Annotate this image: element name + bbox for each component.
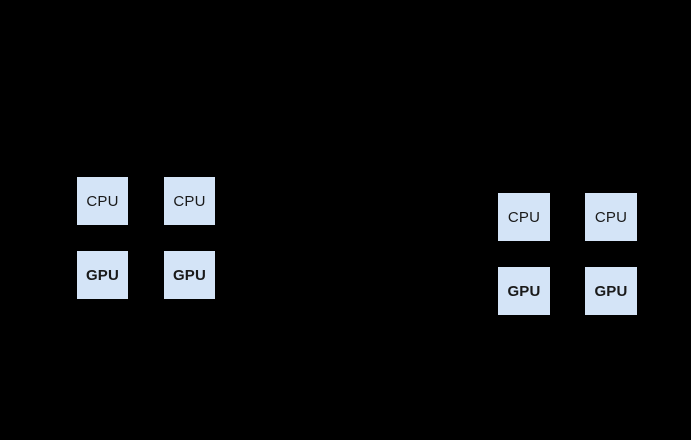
gpu-box[interactable]: GPU bbox=[164, 251, 215, 299]
cpu-box[interactable]: CPU bbox=[585, 193, 637, 241]
gpu-box-label: GPU bbox=[85, 266, 120, 284]
cpu-box-label: CPU bbox=[507, 208, 541, 226]
cpu-box[interactable]: CPU bbox=[77, 177, 128, 225]
cpu-box-label: CPU bbox=[173, 192, 206, 210]
gpu-box[interactable]: GPU bbox=[585, 267, 637, 315]
gpu-box-label: GPU bbox=[507, 282, 541, 300]
gpu-box[interactable]: GPU bbox=[498, 267, 550, 315]
gpu-box-label: GPU bbox=[594, 282, 628, 300]
cpu-box[interactable]: CPU bbox=[498, 193, 550, 241]
cpu-box[interactable]: CPU bbox=[164, 177, 215, 225]
gpu-box-label: GPU bbox=[172, 266, 207, 284]
gpu-box[interactable]: GPU bbox=[77, 251, 128, 299]
cpu-box-label: CPU bbox=[594, 208, 628, 226]
cpu-box-label: CPU bbox=[86, 192, 119, 210]
